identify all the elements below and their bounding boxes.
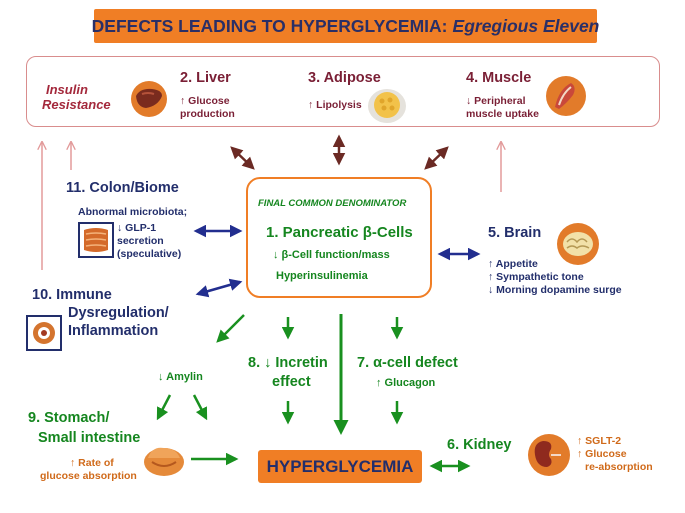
insulin-resistance-line1: Insulin [46,82,88,97]
arrow-amylin-right [192,394,208,421]
muscle-sub1: ↓ Peripheral [466,95,526,107]
insulin-resistance-label: Insulin Resistance [42,82,111,112]
colon-sub4: (speculative) [117,248,182,260]
arrow-center-amylin [216,314,245,343]
kidney-title: 6. Kidney [447,437,512,453]
stomach-line2: Small intestine [38,430,141,446]
alpha-title: 7. α-cell defect [357,355,458,371]
arrow-center-muscle [424,146,449,170]
kidney-sub1: ↑ SGLT-2 [577,435,622,447]
incretin-line1: 8. ↓ Incretin [248,355,328,371]
arrow-immune-center [195,278,243,298]
colon-sub1: Abnormal microbiota; [78,206,188,218]
colon-title: 11. Colon/Biome [66,180,179,196]
liver-sub2: production [180,108,235,120]
pancreatic-sub1: ↓ β-Cell function/mass [273,249,390,261]
pancreatic-title: 1. Pancreatic β-Cells [266,224,413,241]
colon-sub3: secretion [117,235,164,247]
colon-icon [78,222,114,258]
stomach-sub1: ↑ Rate of [70,457,114,469]
brain-sub1: ↑ Appetite [488,258,538,270]
immune-line2: Dysregulation/ [68,305,169,321]
title-italic: Egregious Eleven [452,15,600,36]
hyperglycemia-box: HYPERGLYCEMIA [258,450,422,483]
pancreatic-sub2: Hyperinsulinemia [276,270,368,282]
immune-line1: 10. Immune [32,287,112,303]
colon-sub2: ↓ GLP-1 [117,222,157,234]
kidney-icon [528,434,570,476]
brain-sub2: ↑ Sympathetic tone [488,271,584,283]
adipose-sub1: ↑ Lipolysis [308,99,362,111]
adipose-title: 3. Adipose [308,70,381,86]
liver-icon [131,81,167,117]
muscle-title: 4. Muscle [466,70,532,86]
arrow-center-liver [230,146,255,170]
immune-line3: Inflammation [68,323,159,339]
brain-title: 5. Brain [488,225,542,241]
kidney-sub2: ↑ Glucose [577,448,627,460]
pancreatic-box [246,177,432,298]
final-common-denominator: FINAL COMMON DENOMINATOR [258,198,407,209]
insulin-resistance-line2: Resistance [42,97,111,112]
title-bar: DEFECTS LEADING TO HYPERGLYCEMIA: Egregi… [91,9,600,43]
stomach-line1: 9. Stomach/ [28,410,110,426]
kidney-sub3: re-absorption [585,461,653,473]
adipose-icon [368,89,406,123]
brain-icon [557,223,599,265]
insulin-resistance-box [26,56,660,127]
amylin-label: ↓ Amylin [158,371,203,383]
muscle-icon [546,76,586,116]
title-main: DEFECTS LEADING TO HYPERGLYCEMIA: [91,15,448,36]
liver-title: 2. Liver [180,70,231,86]
stomach-sub2: glucose absorption [40,470,137,482]
arrow-amylin-stomach [156,394,172,421]
stomach-icon [144,447,184,476]
liver-sub1: ↑ Glucose [180,95,230,107]
incretin-line2: effect [272,374,311,390]
brain-sub3: ↓ Morning dopamine surge [488,284,622,296]
muscle-sub2: muscle uptake [466,108,539,120]
immune-icon [26,315,62,351]
alpha-sub1: ↑ Glucagon [376,377,436,389]
